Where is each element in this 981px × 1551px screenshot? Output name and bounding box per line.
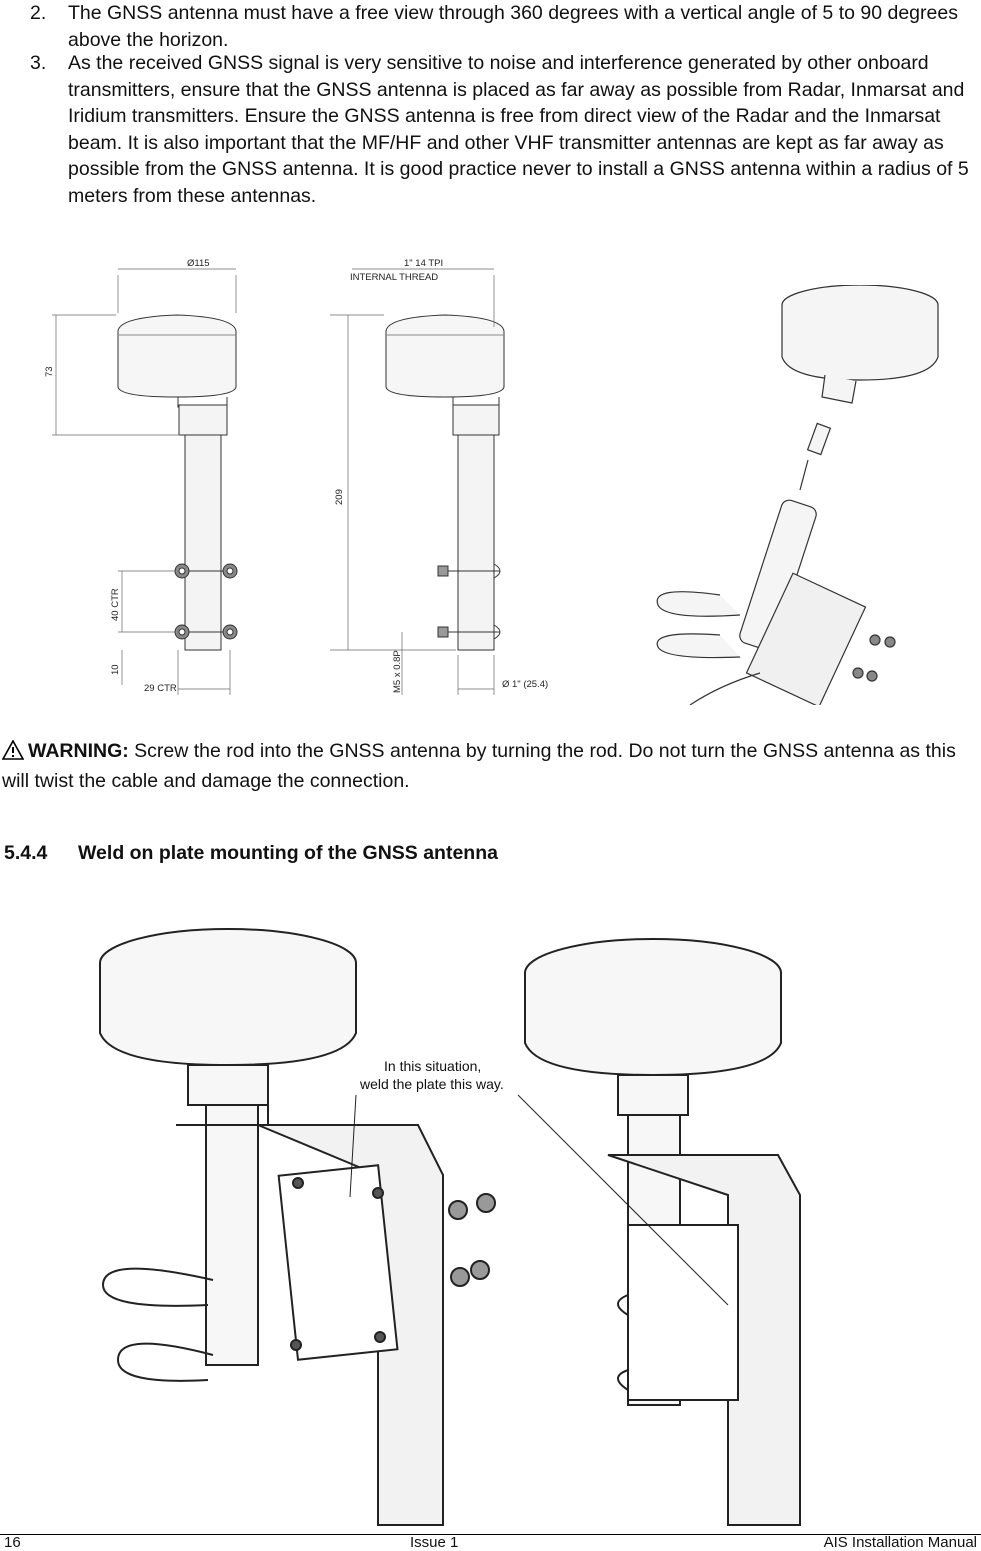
- antenna-exploded-view: [656, 285, 939, 705]
- list-number: 3.: [30, 52, 47, 74]
- dim-height-73: 73: [44, 366, 55, 377]
- antenna-dimension-drawing: Ø115 1" 14 TPI INTERNAL THREAD 73 209 40…: [44, 258, 548, 695]
- dim-thread-note: INTERNAL THREAD: [350, 272, 438, 283]
- dim-10: 10: [110, 664, 121, 675]
- footer-page-number: 16: [4, 1534, 21, 1551]
- weld-plate-figure: In this situation, weld the plate this w…: [99, 928, 801, 1526]
- section-number: 5.4.4: [4, 842, 48, 864]
- warning-label: WARNING:: [28, 740, 129, 762]
- dim-height-209: 209: [334, 489, 345, 505]
- warning-note: WARNING: Screw the rod into the GNSS ant…: [2, 736, 972, 796]
- dim-m5: M5 x 0.8P: [392, 650, 403, 693]
- footer-divider: [0, 1534, 981, 1535]
- list-number: 2.: [30, 2, 47, 24]
- footer-manual-title: AIS Installation Manual: [823, 1534, 977, 1551]
- dim-diameter: Ø115: [187, 258, 210, 269]
- list-text: As the received GNSS signal is very sens…: [68, 52, 969, 207]
- list-text: The GNSS antenna must have a free view t…: [68, 2, 958, 51]
- footer-issue: Issue 1: [410, 1534, 459, 1551]
- dim-thread: 1" 14 TPI: [404, 258, 443, 269]
- dim-pipe: Ø 1" (25.4): [502, 679, 548, 690]
- warning-triangle-icon: [2, 740, 24, 760]
- callout-line-1: In this situation,: [384, 1058, 481, 1074]
- callout-line-2: weld the plate this way.: [359, 1076, 504, 1092]
- dim-40-ctr: 40 CTR: [110, 588, 121, 621]
- warning-text: Screw the rod into the GNSS antenna by t…: [2, 740, 956, 792]
- dim-29-ctr: 29 CTR: [144, 683, 177, 694]
- section-heading: 5.4.4 Weld on plate mounting of the GNSS …: [4, 842, 498, 865]
- section-title: Weld on plate mounting of the GNSS anten…: [78, 842, 498, 864]
